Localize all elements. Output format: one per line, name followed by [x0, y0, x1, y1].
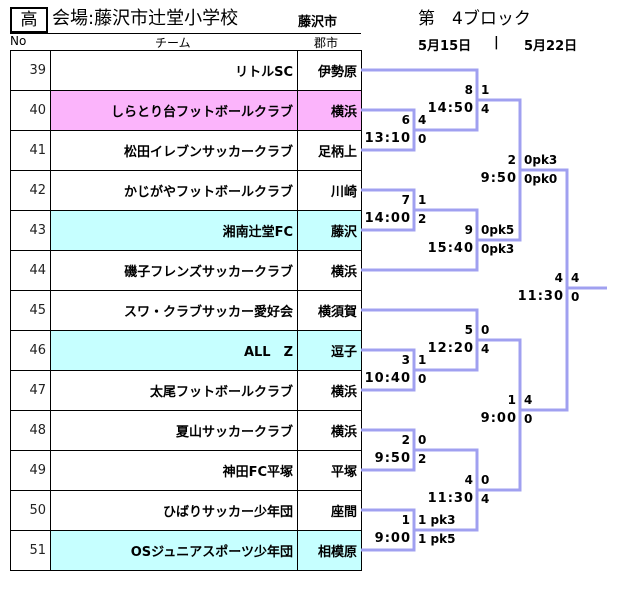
score-bottom: 2: [418, 452, 427, 466]
score-bottom: 0: [571, 290, 580, 304]
score-top: 1: [418, 353, 427, 367]
match-time: 15:40: [427, 241, 474, 256]
match-time: 9:50: [480, 171, 517, 186]
score-top: 4: [571, 271, 580, 285]
team-name: リトルSC: [50, 50, 298, 91]
game-number: 3: [401, 353, 410, 367]
match-time: 14:00: [364, 211, 411, 226]
score-bottom: 0: [418, 132, 427, 146]
score-bottom: 0: [524, 412, 533, 426]
team-city: 逗子: [297, 330, 362, 371]
column-header-team: チーム: [155, 36, 191, 50]
header-divider: [10, 33, 361, 34]
match-time: 12:20: [427, 341, 474, 356]
team-number: 50: [10, 490, 51, 531]
match-time: 11:30: [427, 491, 474, 506]
team-number: 42: [10, 170, 51, 211]
team-city: 横須賀: [297, 290, 362, 331]
team-city: 横浜: [297, 410, 362, 451]
game-number: 6: [401, 113, 410, 127]
bracket-line: [477, 338, 522, 492]
game-number: 2: [507, 153, 516, 167]
bracket-line: [520, 168, 569, 412]
date-separator: |: [494, 35, 499, 50]
column-header-no: No: [10, 34, 27, 48]
score-bottom: 1 pk5: [418, 532, 456, 546]
date-round2: 5月22日: [524, 39, 578, 54]
score-bottom: 0pk0: [524, 172, 558, 186]
game-number: 1: [507, 393, 516, 407]
team-city: 横浜: [297, 90, 362, 131]
match-time: 9:00: [480, 411, 517, 426]
team-name: 松田イレブンサッカークラブ: [50, 130, 298, 171]
team-name: ひばりサッカー少年団: [50, 490, 298, 531]
score-top: 1 pk3: [418, 513, 456, 527]
score-top: 0pk5: [481, 223, 515, 237]
date-round1: 5月15日: [418, 39, 472, 54]
team-name: OSジュニアスポーツ少年団: [50, 530, 298, 571]
game-number: 4: [464, 473, 473, 487]
team-name: 湘南辻堂FC: [50, 210, 298, 251]
score-bottom: 4: [481, 342, 490, 356]
game-number: 5: [464, 323, 473, 337]
score-top: 1: [418, 193, 427, 207]
score-top: 0: [481, 323, 490, 337]
match-time: 13:10: [364, 131, 411, 146]
score-top: 4: [524, 393, 533, 407]
match-time: 14:50: [427, 101, 474, 116]
column-header-city: 郡市: [314, 36, 339, 50]
team-city: 川崎: [297, 170, 362, 211]
score-top: 0: [418, 433, 427, 447]
team-number: 51: [10, 530, 51, 571]
team-name: 磯子フレンズサッカークラブ: [50, 250, 298, 291]
team-name: ALL Z: [50, 330, 298, 371]
game-number: 9: [464, 223, 473, 237]
team-city: 伊勢原: [297, 50, 362, 91]
team-city: 平塚: [297, 450, 362, 491]
team-number: 47: [10, 370, 51, 411]
game-number: 4: [554, 271, 563, 285]
game-number: 2: [401, 433, 410, 447]
score-top: 1: [481, 83, 490, 97]
match-time: 11:30: [517, 289, 564, 304]
score-top: 0pk3: [524, 153, 558, 167]
score-bottom: 4: [481, 492, 490, 506]
score-bottom: 0pk3: [481, 242, 515, 256]
grade-badge: 高: [10, 7, 48, 33]
score-top: 4: [418, 113, 427, 127]
venue-title: 会場:藤沢市辻堂小学校: [52, 8, 239, 29]
score-bottom: 0: [418, 372, 427, 386]
game-number: 1: [401, 513, 410, 527]
team-name: 夏山サッカークラブ: [50, 410, 298, 451]
team-number: 46: [10, 330, 51, 371]
team-city: 足柄上: [297, 130, 362, 171]
score-bottom: 2: [418, 212, 427, 226]
team-number: 40: [10, 90, 51, 131]
game-number: 7: [401, 193, 410, 207]
match-time: 10:40: [364, 371, 411, 386]
match-time: 9:00: [374, 531, 411, 546]
match-time: 9:50: [374, 451, 411, 466]
bracket-line: [477, 98, 522, 242]
game-number: 8: [464, 83, 473, 97]
team-city: 藤沢: [297, 210, 362, 251]
score-bottom: 4: [481, 102, 490, 116]
score-top: 0: [481, 473, 490, 487]
venue-city: 藤沢市: [298, 15, 338, 30]
block-title: 第 4ブロック: [418, 9, 531, 29]
team-city: 相模原: [297, 530, 362, 571]
